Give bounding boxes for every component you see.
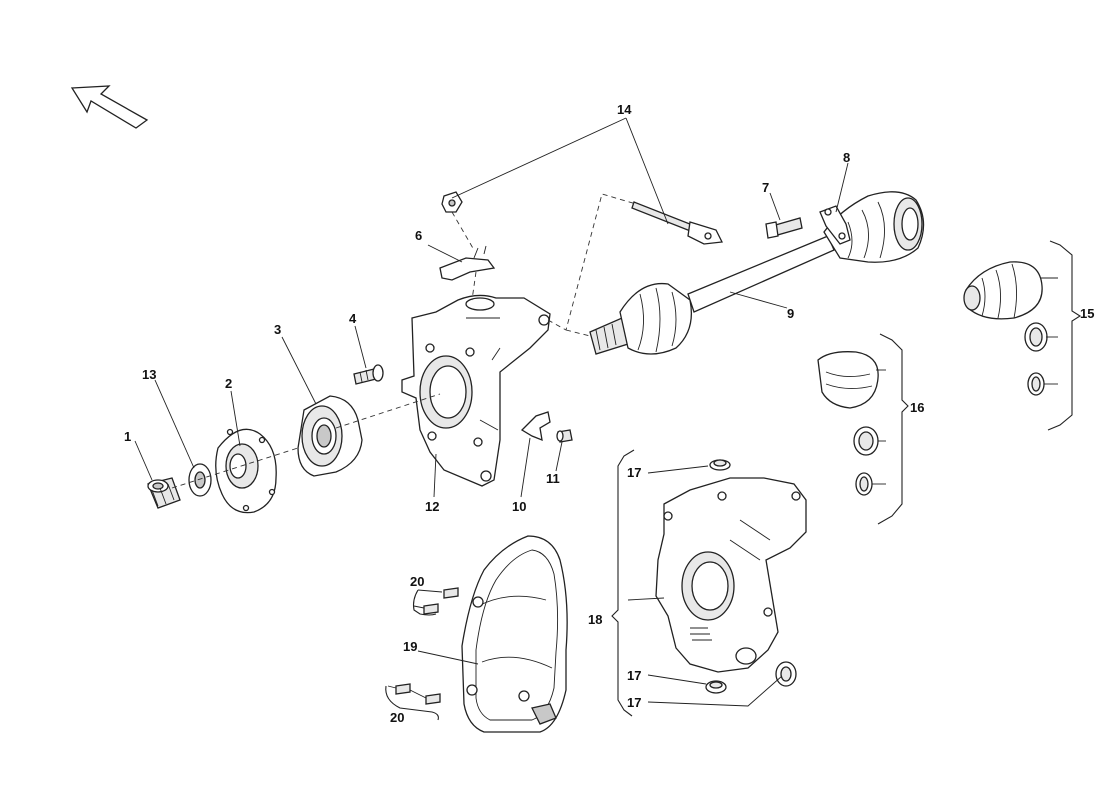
part-17-seal-top bbox=[709, 459, 731, 471]
callout-12: 12 bbox=[425, 499, 439, 514]
callout-10: 10 bbox=[512, 499, 526, 514]
part-8-plate bbox=[819, 205, 851, 245]
part-19-cover-plate bbox=[461, 535, 568, 733]
callout-17-bottom: 17 bbox=[627, 695, 641, 710]
callout-7: 7 bbox=[762, 180, 769, 195]
callout-20-upper: 20 bbox=[410, 574, 424, 589]
part-15-boot-kit bbox=[963, 261, 1048, 396]
part-10-clip bbox=[520, 411, 551, 442]
callout-1: 1 bbox=[124, 429, 131, 444]
part-14-nut bbox=[441, 191, 463, 213]
group-brackets bbox=[385, 240, 1082, 721]
part-2-wheel-hub bbox=[215, 428, 277, 514]
callout-13: 13 bbox=[142, 367, 156, 382]
callout-16: 16 bbox=[910, 400, 924, 415]
callout-15: 15 bbox=[1080, 306, 1094, 321]
part-20-screws-upper bbox=[423, 587, 459, 615]
callout-3: 3 bbox=[274, 322, 281, 337]
leader-lines bbox=[134, 117, 1058, 707]
part-1-hub-nut bbox=[147, 477, 181, 509]
callout-9: 9 bbox=[787, 306, 794, 321]
part-16-boot-kit bbox=[817, 351, 879, 496]
part-7-bolt bbox=[765, 217, 803, 239]
part-17-seal-right bbox=[775, 661, 797, 687]
part-14-bolt-bracket bbox=[631, 201, 723, 245]
part-20-screws-lower bbox=[395, 683, 441, 705]
part-18-wheel-carrier bbox=[655, 477, 807, 673]
callout-20-lower: 20 bbox=[390, 710, 404, 725]
assembly-lines bbox=[171, 193, 637, 489]
callout-18: 18 bbox=[588, 612, 602, 627]
part-9-drive-shaft bbox=[589, 191, 925, 355]
part-13-washer bbox=[188, 463, 212, 497]
callout-17-top: 17 bbox=[627, 465, 641, 480]
part-3-wheel-bearing bbox=[297, 395, 363, 477]
callout-17-middle: 17 bbox=[627, 668, 641, 683]
part-17-seal-middle bbox=[705, 680, 727, 694]
part-4-bolt bbox=[353, 364, 384, 385]
callout-labels: 1 13 2 3 4 6 14 7 8 9 15 16 10 11 12 17 … bbox=[124, 102, 1094, 725]
callout-2: 2 bbox=[225, 376, 232, 391]
callout-19: 19 bbox=[403, 639, 417, 654]
callout-8: 8 bbox=[843, 150, 850, 165]
orientation-arrow-icon bbox=[70, 85, 149, 129]
part-11-screw bbox=[556, 429, 573, 443]
callout-11: 11 bbox=[546, 471, 560, 486]
callout-14: 14 bbox=[617, 102, 632, 117]
part-6-bracket bbox=[439, 245, 496, 281]
callout-6: 6 bbox=[415, 228, 422, 243]
callout-4: 4 bbox=[349, 311, 357, 326]
part-12-wheel-carrier bbox=[401, 294, 551, 487]
